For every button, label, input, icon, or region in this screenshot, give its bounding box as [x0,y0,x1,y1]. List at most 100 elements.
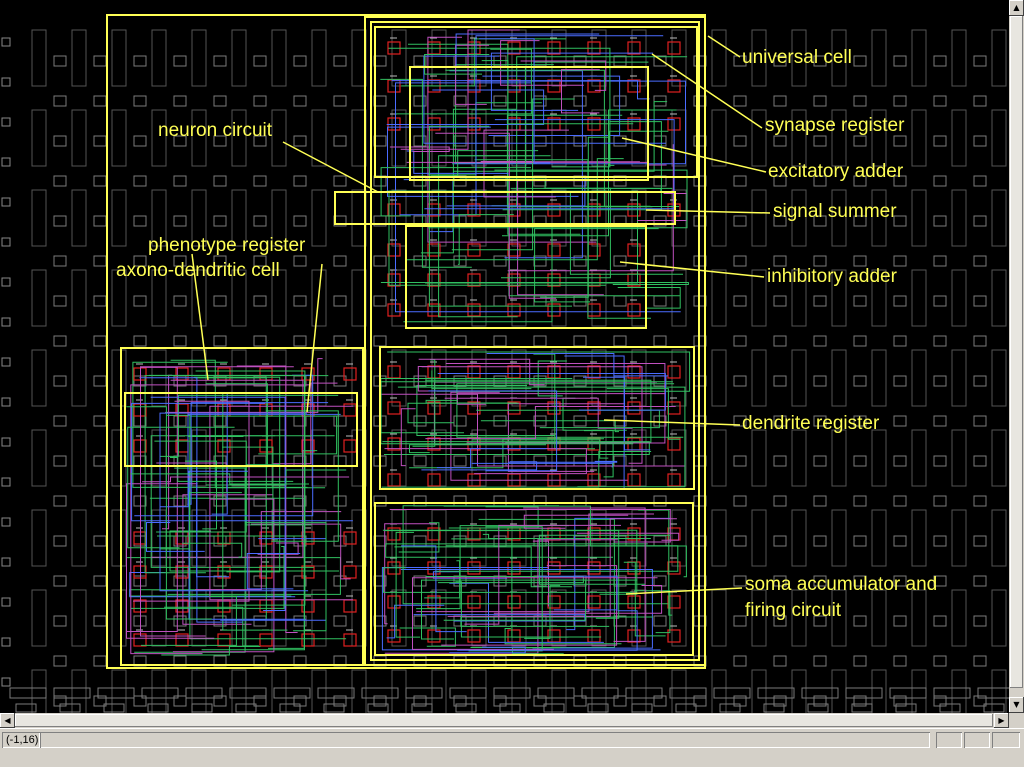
leader-neuron-circuit [283,142,378,192]
margin-marker [2,598,10,606]
grid-cell [614,536,626,546]
grid-column [32,510,46,566]
bottom-row-cell [544,704,564,712]
grid-column [992,590,1006,646]
bottom-row-cell [142,688,178,698]
margin-marker [2,518,10,526]
grid-column [72,270,86,326]
pad [668,366,680,378]
pad [218,532,230,544]
scroll-left-icon[interactable]: ◀ [0,713,15,728]
grid-cell [894,296,906,306]
grid-column [472,670,486,713]
grid-cell [174,56,186,66]
grid-cell [454,456,466,466]
bottom-row-cell [10,688,46,698]
grid-cell [574,496,586,506]
grid-cell [214,296,226,306]
grid-column [672,590,686,646]
label-axono-dendritic-cell: axono-dendritic cell [116,260,280,282]
grid-cell [454,416,466,426]
pad [468,366,480,378]
grid-cell [974,336,986,346]
scroll-down-icon[interactable]: ▼ [1009,697,1024,713]
grid-cell [54,176,66,186]
grid-column [72,110,86,166]
margin-marker [2,638,10,646]
grid-cell [134,96,146,106]
grid-column [232,430,246,486]
scroll-right-icon[interactable]: ▶ [994,713,1009,728]
grid-cell [654,296,666,306]
grid-cell [814,456,826,466]
bottom-row-cell [984,704,1004,712]
grid-column [952,270,966,326]
grid-column [752,190,766,246]
wire [453,102,667,172]
pad [508,630,520,642]
grid-cell [814,136,826,146]
grid-cell [654,96,666,106]
grid-column [792,350,806,406]
grid-cell [814,256,826,266]
grid-cell [934,56,946,66]
grid-cell [814,96,826,106]
grid-cell [94,216,106,226]
grid-column [32,30,46,86]
pad [588,274,600,286]
pad [668,438,680,450]
grid-cell [254,336,266,346]
grid-cell [734,656,746,666]
grid-cell [414,256,426,266]
wire [130,474,309,484]
horizontal-scroll-thumb[interactable] [15,714,993,727]
scroll-up-icon[interactable]: ▲ [1009,0,1024,16]
pad [388,274,400,286]
margin-marker [2,438,10,446]
vertical-scroll-thumb[interactable] [1010,16,1023,688]
grid-column [592,270,606,326]
grid-cell [534,336,546,346]
grid-cell [894,656,906,666]
grid-column [152,670,166,713]
wire [131,385,312,654]
chip-layout-drawing[interactable] [0,0,1009,713]
vertical-scrollbar[interactable]: ▲ ▼ [1009,0,1024,713]
grid-cell [54,616,66,626]
layout-canvas[interactable]: universal cell synapse register excitato… [0,0,1009,713]
grid-cell [934,176,946,186]
grid-cell [334,96,346,106]
grid-cell [574,96,586,106]
wire [487,354,668,376]
grid-cell [814,376,826,386]
grid-cell [934,336,946,346]
grid-column [472,270,486,326]
cursor-coordinate: (-1,16) [2,732,40,748]
bottom-row-cell [500,704,520,712]
grid-column [632,270,646,326]
grid-cell [374,296,386,306]
grid-cell [54,496,66,506]
grid-cell [654,376,666,386]
bottom-row-cell [148,704,168,712]
grid-cell [974,56,986,66]
grid-cell [94,176,106,186]
wire [403,506,668,604]
grid-cell [894,376,906,386]
grid-cell [454,336,466,346]
grid-cell [214,336,226,346]
grid-column [712,510,726,566]
grid-cell [854,56,866,66]
grid-column [952,30,966,86]
horizontal-scrollbar[interactable]: ◀ ▶ [0,713,1009,728]
margin-marker [2,238,10,246]
grid-cell [54,416,66,426]
grid-cell [894,136,906,146]
grid-cell [494,376,506,386]
grid-column [872,30,886,86]
grid-column [752,110,766,166]
grid-column [272,110,286,166]
grid-cell [334,176,346,186]
grid-cell [974,216,986,226]
pad [260,634,272,646]
